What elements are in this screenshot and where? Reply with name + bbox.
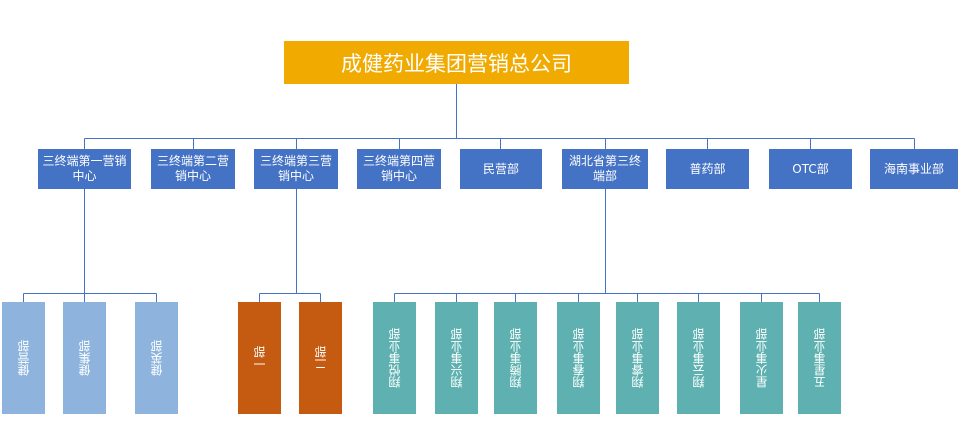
leaf-label: 一部 [252, 346, 267, 370]
leaf-label: 翔云事业部 [691, 328, 706, 388]
dept-node: 湖北省第三终端部 [562, 149, 648, 189]
leaf-node: 健英部 [135, 302, 178, 414]
leaf-node: 健营部 [2, 302, 45, 414]
root-label: 成健药业集团营销总公司 [341, 51, 572, 76]
leaf-node: 星火事业部 [740, 302, 783, 414]
leaf-node: 翔兴事业部 [435, 302, 478, 414]
leaf-label: 健英部 [149, 340, 164, 376]
dept-label: 三终端第二营销中心 [156, 154, 229, 183]
leaf-node: 健集部 [63, 302, 106, 414]
dept-label: OTC部 [792, 161, 829, 176]
leaf-node: 翔悦事业部 [373, 302, 416, 414]
leaf-label: 翔睿事业部 [630, 328, 645, 388]
dept-node: OTC部 [769, 149, 852, 189]
leaf-node: 翔春事业部 [557, 302, 600, 414]
leaf-node: 一部 [238, 302, 281, 414]
leaf-label: 翔春事业部 [571, 328, 586, 388]
leaf-label: 星火事业部 [754, 328, 769, 388]
dept-node: 普药部 [666, 149, 749, 189]
leaf-node: 翔云事业部 [677, 302, 720, 414]
dept-node: 三终端第四营销中心 [357, 149, 441, 189]
dept-node: 海南事业部 [870, 149, 958, 189]
leaf-node: 翔睿事业部 [616, 302, 659, 414]
leaf-label: 翔悦事业部 [387, 328, 402, 388]
dept-node: 三终端第一营销中心 [38, 149, 131, 189]
leaf-label: 健营部 [16, 340, 31, 376]
leaf-label: 翔兴事业部 [449, 328, 464, 388]
dept-node: 三终端第三营销中心 [254, 149, 338, 189]
dept-node: 民营部 [460, 149, 542, 189]
dept-label: 海南事业部 [883, 161, 944, 176]
dept-node: 三终端第二营销中心 [151, 149, 235, 189]
dept-label: 三终端第三营销中心 [259, 154, 332, 183]
leaf-node: 五星事业部 [798, 302, 841, 414]
leaf-node: 翔腾事业部 [494, 302, 537, 414]
leaf-label: 健集部 [77, 340, 92, 376]
dept-label: 民营部 [482, 161, 519, 176]
dept-label: 三终端第一营销中心 [42, 154, 127, 183]
leaf-label: 五星事业部 [812, 328, 827, 388]
dept-label: 湖北省第三终端部 [568, 154, 641, 183]
leaf-label: 二部 [313, 346, 328, 370]
dept-label: 普药部 [689, 161, 726, 176]
leaf-node: 二部 [299, 302, 342, 414]
leaf-label: 翔腾事业部 [508, 328, 523, 388]
dept-label: 三终端第四营销中心 [362, 154, 435, 183]
root-node: 成健药业集团营销总公司 [284, 41, 629, 84]
